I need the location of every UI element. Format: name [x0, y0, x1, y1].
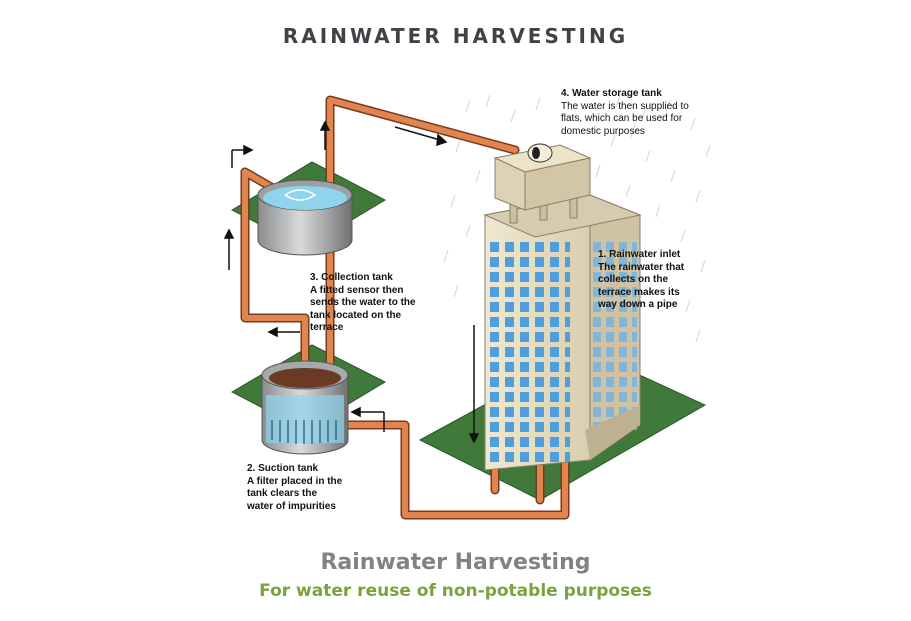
storage-tank-body-line: The water is then supplied to: [561, 100, 689, 112]
storage-tank-heading: 4. Water storage tank: [561, 88, 662, 99]
caption-title: Rainwater Harvesting: [320, 550, 591, 575]
collection-tank-body-line: terrace: [310, 322, 344, 333]
rainwater-inlet-heading: 1. Rainwater inlet: [598, 249, 681, 260]
rainwater-inlet-label: 1. Rainwater inlet The rainwater that co…: [598, 249, 698, 312]
caption-subtitle: For water reuse of non-potable purposes: [259, 581, 652, 601]
suction-tank: [261, 360, 349, 455]
storage-tank-body-line: domestic purposes: [561, 125, 645, 137]
collection-tank-body-line: tank located on the: [310, 309, 402, 321]
collection-tank-label: 3. Collection tank A fitted sensor then …: [310, 272, 425, 335]
suction-tank-label: 2. Suction tank A filter placed in the t…: [247, 463, 362, 513]
suction-tank-heading: 2. Suction tank: [247, 463, 319, 474]
rain: [443, 94, 711, 343]
rainwater-inlet-body-line: collects on the: [598, 274, 669, 285]
storage-tank-label: 4. Water storage tank The water is then …: [561, 88, 711, 138]
rainwater-inlet-body-line: terrace makes its: [598, 286, 680, 298]
suction-tank-body-line: water of impurities: [247, 500, 336, 512]
suction-tank-body-line: tank clears the: [247, 488, 318, 499]
collection-tank-body-line: A fitted sensor then: [310, 284, 404, 296]
water-storage-tank: [493, 143, 592, 224]
storage-tank-body-line: flats, which can be used for: [561, 113, 683, 124]
rainwater-inlet-body-line: The rainwater that: [598, 261, 685, 273]
apartment-building: [483, 194, 642, 471]
collection-tank-body-line: sends the water to the: [310, 297, 416, 308]
collection-tank: [257, 179, 353, 256]
flow-arrows: [223, 120, 480, 444]
suction-tank-body-line: A filter placed in the: [247, 475, 343, 487]
rainwater-inlet-body-line: way down a pipe: [598, 299, 678, 310]
page-title: RAINWATER HARVESTING: [282, 24, 629, 48]
collection-tank-heading: 3. Collection tank: [310, 272, 393, 283]
